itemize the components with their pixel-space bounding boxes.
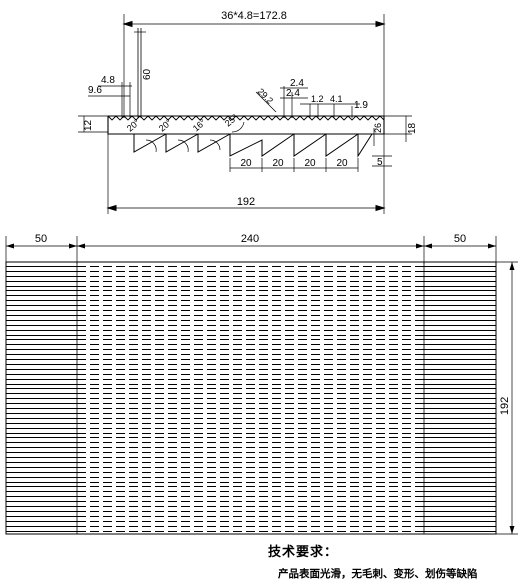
fin-lines [6,266,496,532]
profile-view [78,14,412,214]
thickness-label: 12 [83,119,94,131]
pitch-small-label: 4.8 [101,75,115,86]
vertical-60-label: 60 [142,68,153,80]
spacing-label: 20 [240,158,252,169]
spacing-label: 20 [336,158,348,169]
tech-requirements-title: 技术要求： [268,545,339,560]
height-26-label: 26 [373,123,383,133]
angle-label: 16° [191,117,208,134]
plate-outline [5,261,497,535]
plan-view [5,236,518,535]
gap-24-a-label: 2.4 [290,78,304,89]
plan-height-label: 192 [499,397,511,415]
center-width-label: 240 [241,233,259,245]
small-19-label: 1.9 [354,100,368,111]
small-41-label: 4.1 [330,94,343,104]
small-12-label: 1.2 [311,94,324,104]
angle-label: 25° [223,112,240,129]
height-right-label: 18 [407,122,418,134]
right-5-label: 5 [377,157,383,168]
right-margin-label: 50 [454,233,466,245]
offset-label: 9.6 [88,85,102,96]
serrated-edge [107,115,385,121]
tech-requirements-text: 产品表面光滑，无毛刺、变形、划伤等缺陷 [278,568,478,580]
spacing-label: 20 [304,158,316,169]
angle-292-label: 29.2 [256,86,275,105]
pitch-dimension-label: 36*4.8=172.8 [221,10,287,22]
overall-width-label: 192 [237,196,255,208]
spacing-label: 20 [272,158,284,169]
gap-24-b-label: 2.4 [286,88,300,99]
left-margin-label: 50 [35,233,47,245]
